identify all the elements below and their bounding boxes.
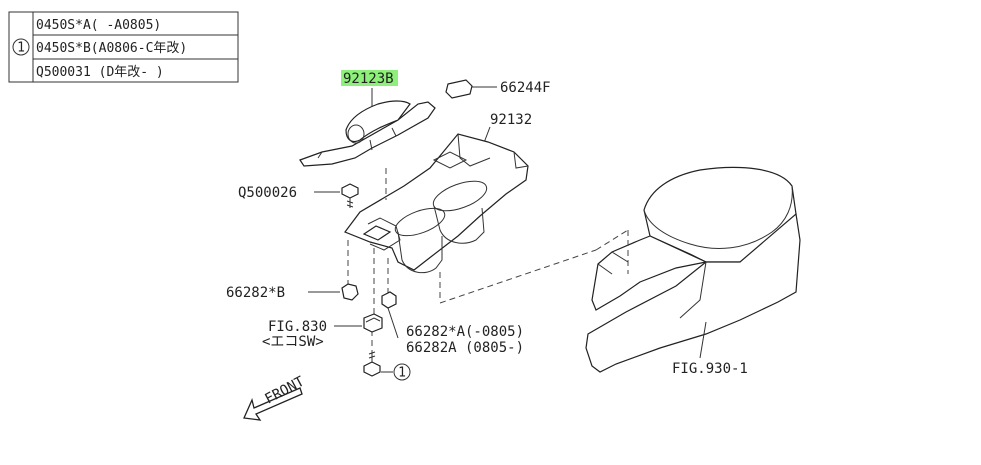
table-row-2: 0450S*B(A0806-C年改): [36, 41, 187, 56]
part-66282a[interactable]: 66282*A(-0805) 66282A (0805-): [381, 291, 524, 356]
part-66282b[interactable]: 66282*B: [226, 283, 359, 301]
lower-screw-ref[interactable]: 1: [363, 351, 411, 381]
part-q500026[interactable]: Q500026: [238, 183, 359, 208]
highlight-92123b: [341, 70, 398, 86]
reference-table: 1 0450S*A( -A0805) 0450S*B(A0806-C年改) Q5…: [8, 11, 239, 83]
table-circle-ref-number: 1: [17, 41, 25, 56]
label-fig830-sub: <エコSW>: [262, 334, 324, 350]
circle-ref-1: [393, 363, 411, 381]
part-92123b[interactable]: 92123B: [299, 70, 436, 167]
label-q500026[interactable]: Q500026: [238, 185, 297, 201]
part-fig830[interactable]: FIG.830 <エコSW>: [262, 313, 383, 350]
table-row-3: Q500031 (D年改- ): [36, 65, 164, 80]
console-assembly[interactable]: FIG.930-1: [585, 166, 801, 377]
label-92132[interactable]: 92132: [490, 112, 532, 128]
label-66244f[interactable]: 66244F: [500, 80, 551, 96]
circle-ref-1-number: 1: [398, 366, 406, 381]
front-arrow: FRONT: [243, 373, 308, 421]
label-92123b[interactable]: 92123B: [343, 71, 394, 87]
part-92132[interactable]: 92132: [344, 112, 532, 274]
label-66282a-1[interactable]: 66282*A(-0805): [406, 324, 524, 340]
label-66282a-2[interactable]: 66282A (0805-): [406, 340, 524, 356]
table-circle-ref: [12, 38, 30, 56]
label-fig830[interactable]: FIG.830: [268, 319, 327, 335]
part-66244f[interactable]: 66244F: [445, 79, 551, 99]
label-66282b[interactable]: 66282*B: [226, 285, 285, 301]
label-fig930[interactable]: FIG.930-1: [672, 361, 748, 377]
table-row-1: 0450S*A( -A0805): [36, 18, 161, 33]
front-label: FRONT: [262, 373, 307, 407]
